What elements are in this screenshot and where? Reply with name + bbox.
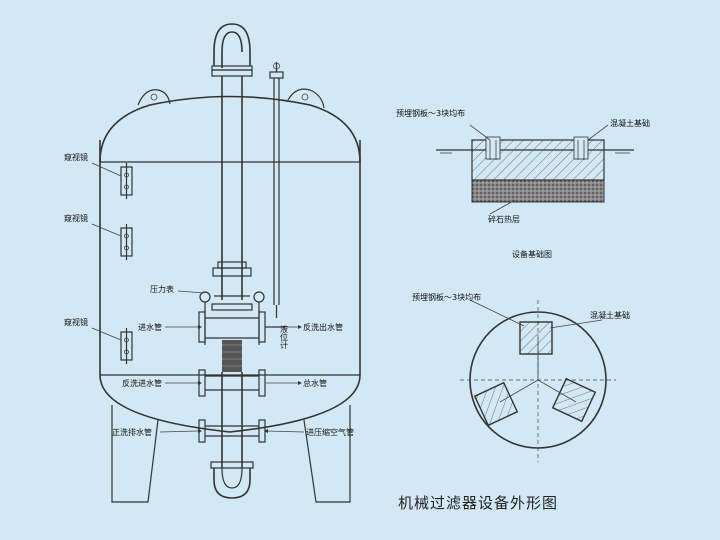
level-gauge [269,62,284,318]
filter-vessel: 窥视镜 窥视镜 窥视镜 压力表 进水管 反洗出水管 反洗进水管 总水管 正洗排水… [64,23,361,503]
label-compressed-air: 进压缩空气管 [306,427,354,437]
pressure-gauge-right [253,291,265,312]
label-gravel: 碎石热层 [488,214,520,224]
sight-glass-1 [120,163,133,199]
foundation-caption: 设备基础图 [512,249,552,259]
sight-glass-2 [120,224,133,260]
valve-assembly [198,261,285,372]
drawing-title: 机械过滤器设备外形图 [398,494,558,512]
label-concrete-side: 混凝土基础 [610,118,650,128]
lifting-lug-hole-left [150,93,158,101]
label-inlet-pipe: 进水管 [138,322,162,332]
label-forward-drain: 正洗排水管 [112,427,152,437]
label-embedded-plate-side: 预埋钢板～3块均布 [396,108,465,118]
leader-lines [91,162,305,433]
label-concrete-plan: 混凝土基础 [590,310,630,320]
plan-block-right [551,377,597,423]
label-backwash-outlet: 反洗出水管 [303,322,343,332]
anchor-bolt-right [573,136,589,160]
label-backwash-inlet: 反洗进水管 [122,378,162,388]
lower-horizontal-pipe [198,369,266,397]
support-leg-right [303,405,351,503]
label-sight-glass-2: 窥视镜 [64,213,88,223]
support-leg-left [111,405,159,503]
central-pipe [210,23,254,499]
anchor-bolt-left [485,136,501,160]
lifting-lug-hole-right [301,93,309,101]
pressure-gauge-left [199,291,211,312]
gravel-bed [471,179,605,203]
plan-block-top [519,321,553,355]
sight-glass-3 [120,328,133,364]
label-main-outlet: 总水管 [303,378,327,388]
vessel-bottom-head [99,374,361,433]
label-sight-glass-3: 窥视镜 [64,317,88,327]
foundation-plan: 预埋钢板～3块均布 混凝土基础 [412,292,630,462]
lifting-lug-left [137,89,171,106]
filter-element [222,340,242,372]
lifting-lug-right [287,88,325,109]
vessel-top-head [99,95,361,163]
label-sight-glass-1: 窥视镜 [64,152,88,162]
label-level-gauge: 液位计 [280,324,289,350]
label-embedded-plate-plan: 预埋钢板～3块均布 [412,292,481,302]
label-pressure-gauge: 压力表 [150,284,174,294]
foundation-section: 预埋钢板～3块均布 混凝土基础 碎石热层 设备基础图 [396,108,650,259]
plan-block-left [473,381,519,427]
